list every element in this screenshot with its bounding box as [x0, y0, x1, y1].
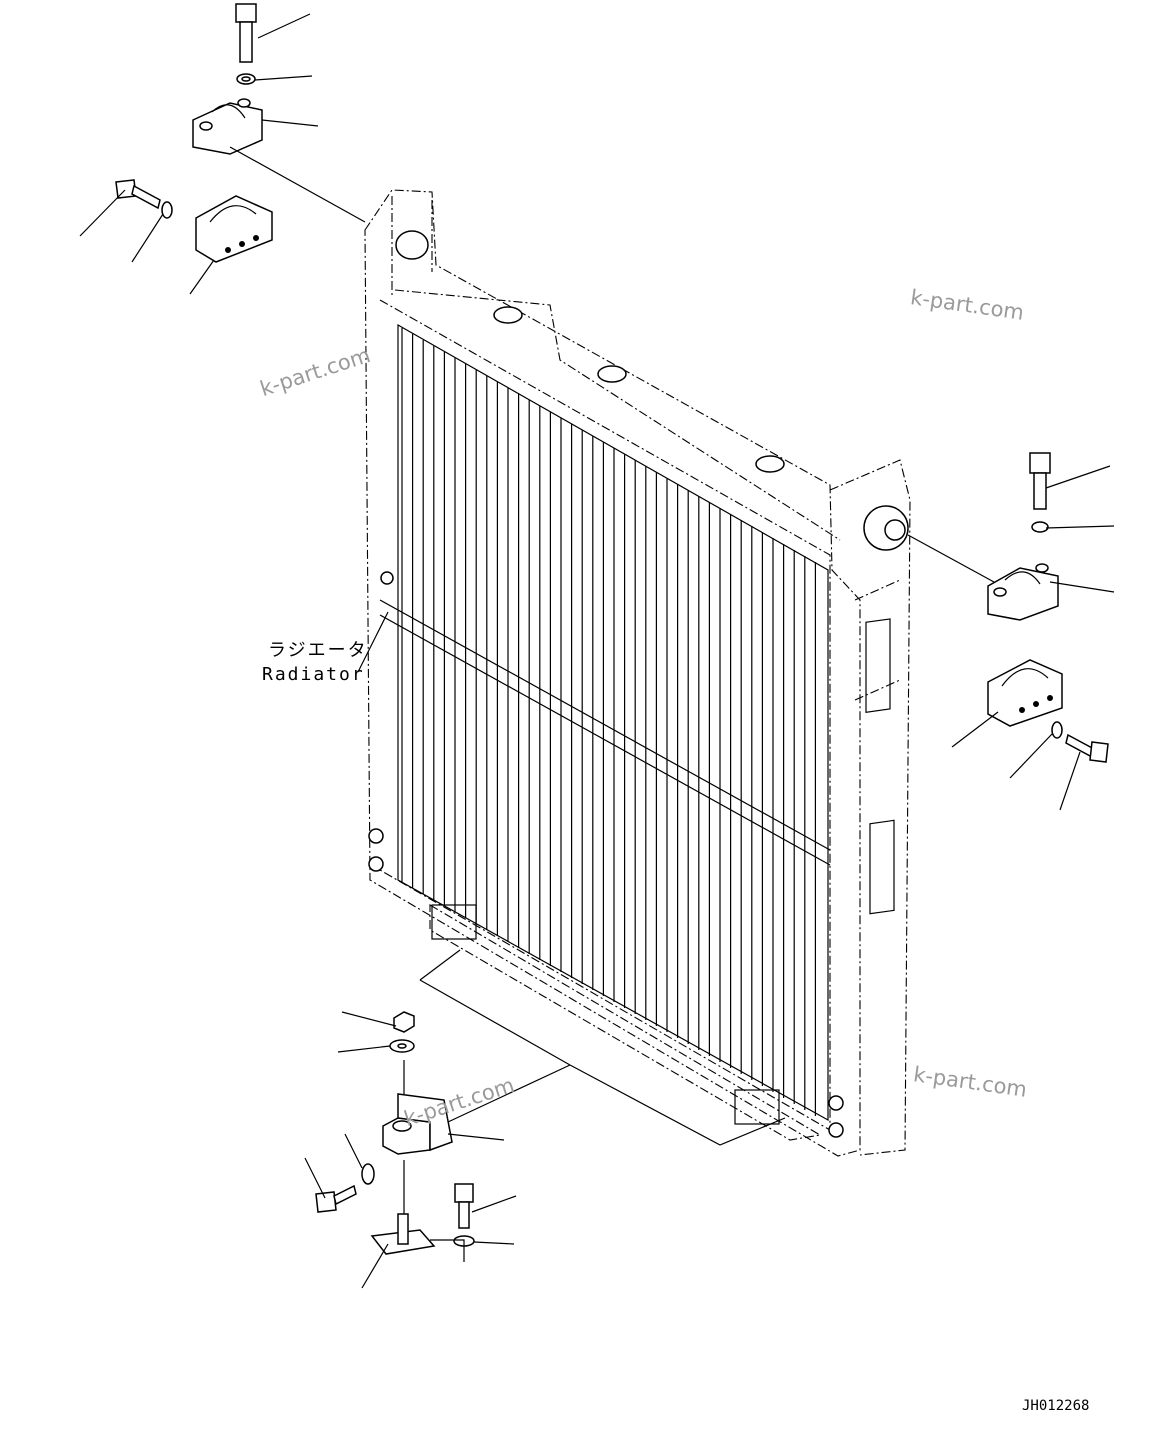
radiator-leader — [357, 611, 389, 673]
washer-icon — [161, 201, 173, 219]
nut-icon — [393, 1011, 415, 1033]
bolt-icon — [1029, 452, 1051, 510]
right-mount — [907, 452, 1115, 811]
washer-icon — [1051, 721, 1063, 739]
callout-label-en: Radiator — [262, 664, 365, 685]
washer-icon — [389, 1039, 415, 1053]
bottom-mount — [304, 949, 786, 1289]
upper-left-mount — [79, 3, 366, 295]
washer-icon — [236, 73, 256, 85]
stud-plate-icon — [370, 1213, 436, 1255]
bolt-icon — [235, 3, 257, 63]
callout-label-jp: ラジエータ — [268, 640, 368, 661]
cap-clamp-icon — [987, 563, 1059, 621]
bolt-icon — [315, 1184, 357, 1213]
bolt-icon — [115, 179, 161, 210]
saddle-clamp-icon — [195, 195, 273, 263]
drawing-number: JH012268 — [1022, 1398, 1090, 1414]
bolt-icon — [1065, 733, 1109, 763]
bolt-icon — [454, 1183, 474, 1229]
saddle-clamp-icon — [987, 659, 1063, 727]
cap-clamp-icon — [192, 98, 263, 155]
radiator-assembly — [364, 189, 911, 1157]
washer-icon — [361, 1163, 375, 1185]
washer-icon — [1031, 521, 1049, 533]
radiator-core — [379, 323, 831, 1122]
mount-bracket-icon — [382, 1093, 453, 1155]
